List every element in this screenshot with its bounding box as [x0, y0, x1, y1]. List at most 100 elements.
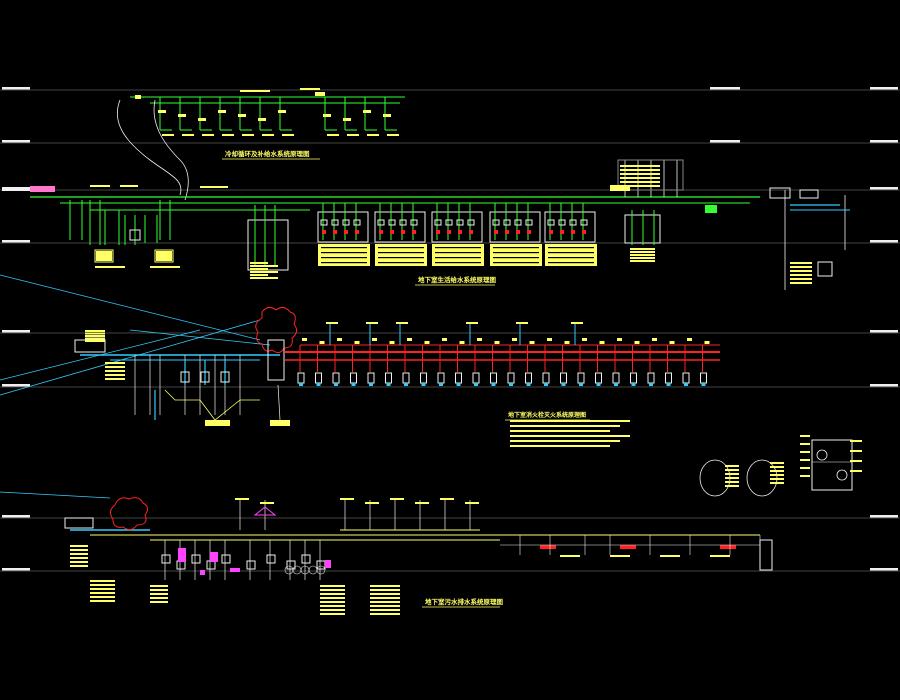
annotation-text: [630, 260, 655, 262]
annotation-text: [105, 374, 125, 376]
annotation-text: [282, 134, 294, 136]
hydrant-cabinet: [647, 372, 655, 384]
hydrant-valve: [631, 383, 636, 386]
level-marker-right: [870, 140, 898, 143]
label-line: [321, 257, 367, 259]
module-label-block: [375, 244, 427, 266]
valve-red: [549, 230, 553, 234]
detail-fixture: [816, 449, 828, 461]
sump-pump: [286, 560, 296, 570]
annotation-text: [630, 248, 655, 250]
annotation-text: [800, 475, 810, 477]
annotation-text: [725, 465, 739, 467]
cyan-diagonal: [0, 491, 111, 499]
tank: [799, 189, 819, 199]
annotation-text: [327, 134, 339, 136]
sump-pump: [301, 554, 311, 564]
annotation-text: [326, 322, 338, 324]
hydrant-cabinet: [595, 372, 602, 384]
valve: [456, 219, 464, 226]
red-segment: [620, 545, 636, 549]
annotation-text: [70, 545, 88, 547]
annotation-text: [725, 477, 739, 479]
annotation-text: [620, 169, 660, 171]
valve: [467, 219, 475, 226]
detail-fixture: [836, 469, 848, 481]
annotation-text: [240, 90, 270, 92]
hydrant-valve: [456, 383, 461, 386]
annotation-text: [390, 498, 404, 500]
valve: [135, 95, 141, 99]
module-label-block: [545, 244, 597, 266]
valve: [331, 219, 339, 226]
level-marker-right: [870, 384, 898, 387]
hydrant-cabinet: [402, 372, 410, 384]
pump-box: [94, 249, 114, 263]
hydrant-valve: [701, 383, 706, 386]
sump-pump: [266, 554, 276, 564]
hydrant-valve: [596, 383, 601, 386]
valve: [178, 114, 186, 117]
valve: [383, 114, 391, 117]
pump-fill: [96, 251, 112, 261]
hydrant-cabinet: [332, 372, 340, 384]
green-block: [705, 205, 717, 213]
annotation-text: [370, 593, 400, 595]
annotation-text: [620, 173, 660, 175]
annotation-text: [396, 322, 408, 324]
label-line: [435, 247, 481, 249]
annotation-block: [424, 341, 430, 344]
section-3-schematic: [0, 274, 720, 447]
cyan-diagonal: [0, 319, 261, 396]
valve: [377, 219, 385, 226]
annotation-block: [407, 338, 412, 341]
annotation-text: [340, 498, 354, 500]
valve: [569, 219, 577, 226]
pump: [220, 371, 230, 383]
annotation-text: [770, 462, 784, 464]
pipe-run: [164, 389, 260, 421]
annotation-text: [370, 613, 400, 615]
level-marker-left: [2, 188, 30, 191]
hydrant-valve: [526, 383, 531, 386]
label-line: [321, 247, 367, 249]
annotation-text: [70, 549, 88, 551]
module-label-block: [490, 244, 542, 266]
hydrant-valve: [386, 383, 391, 386]
tank: [769, 187, 791, 199]
annotation-text: [85, 335, 105, 337]
annotation-text: [70, 565, 88, 567]
valve: [218, 110, 226, 113]
label-line: [548, 252, 594, 254]
hydrant-cabinet: [612, 372, 620, 384]
hydrant-valve: [509, 383, 513, 386]
section-4-schematic: [0, 491, 773, 615]
valve: [399, 219, 407, 226]
winding-pipe: [153, 99, 189, 201]
annotation-text: [235, 498, 249, 500]
annotation-text: [800, 467, 810, 469]
hydrant-cabinet: [665, 372, 672, 384]
section-3-title: 地下室消火栓灭火系统原理图: [508, 411, 586, 419]
valve-red: [401, 230, 405, 234]
sump-pump: [191, 554, 201, 564]
annotation-text: [415, 502, 429, 504]
level-marker-right: [710, 140, 740, 143]
label-line: [548, 262, 594, 264]
annotation-text: [70, 553, 88, 555]
annotation-text: [516, 322, 528, 324]
hydrant-cabinet: [385, 372, 392, 384]
level-marker-right: [870, 568, 898, 571]
label-line: [493, 257, 539, 259]
annotation-text: [770, 474, 784, 476]
valve: [388, 219, 396, 226]
magenta-equipment: [325, 560, 331, 568]
sump-pump: [316, 560, 326, 570]
sump-pump: [246, 560, 256, 570]
valve: [343, 118, 351, 121]
level-marker-right: [870, 87, 898, 90]
annotation-block: [442, 338, 447, 341]
level-marker-right: [710, 87, 740, 90]
module-frame: [374, 211, 426, 243]
